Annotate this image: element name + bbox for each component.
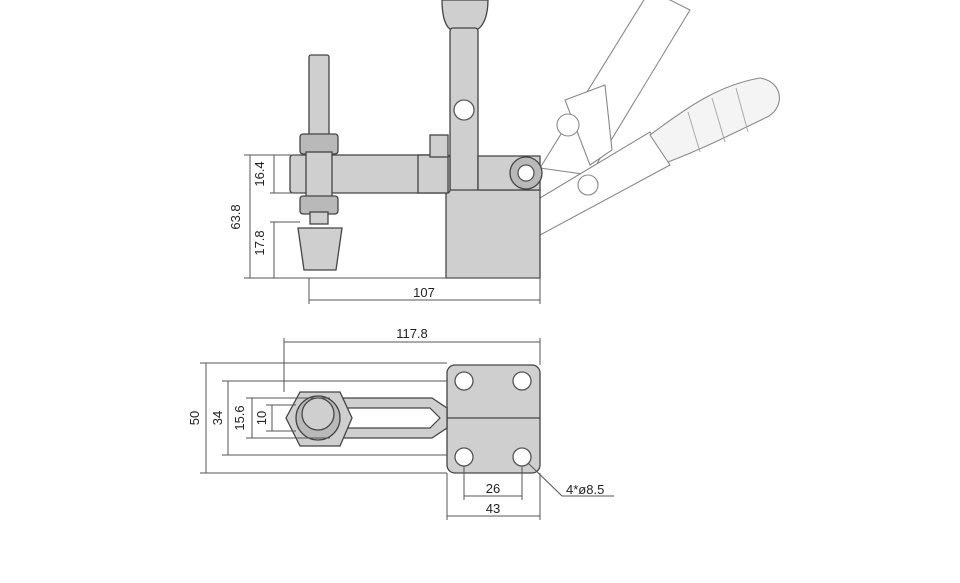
dim-width-mid: 34 — [210, 411, 225, 425]
base-plate — [446, 364, 541, 474]
dim-total-height: 63.8 — [228, 204, 243, 229]
dim-hole-spacing: 26 — [486, 481, 500, 496]
dim-arm-width: 15.6 — [232, 405, 247, 430]
dim-top-gap: 16.4 — [252, 161, 267, 186]
dim-overall-length: 117.8 — [396, 326, 428, 341]
side-dimensions — [244, 154, 541, 304]
base-block — [445, 155, 543, 279]
dim-width-outer: 50 — [187, 411, 202, 425]
top-dimensions — [200, 338, 614, 520]
dim-total-length: 107 — [413, 285, 435, 300]
top-arm — [329, 397, 448, 439]
dim-base-width: 43 — [486, 501, 500, 516]
dim-slot-width: 10 — [254, 411, 269, 425]
top-view: 117.8 50 34 15.6 10 26 43 4*ø8.5 — [187, 326, 614, 520]
spindle — [297, 54, 343, 271]
side-view: 16.4 63.8 17.8 107 — [228, 0, 780, 304]
open-handle-ghost — [539, 0, 691, 176]
dim-hole-spec: 4*ø8.5 — [566, 482, 604, 497]
dim-spindle-height: 17.8 — [252, 230, 267, 255]
